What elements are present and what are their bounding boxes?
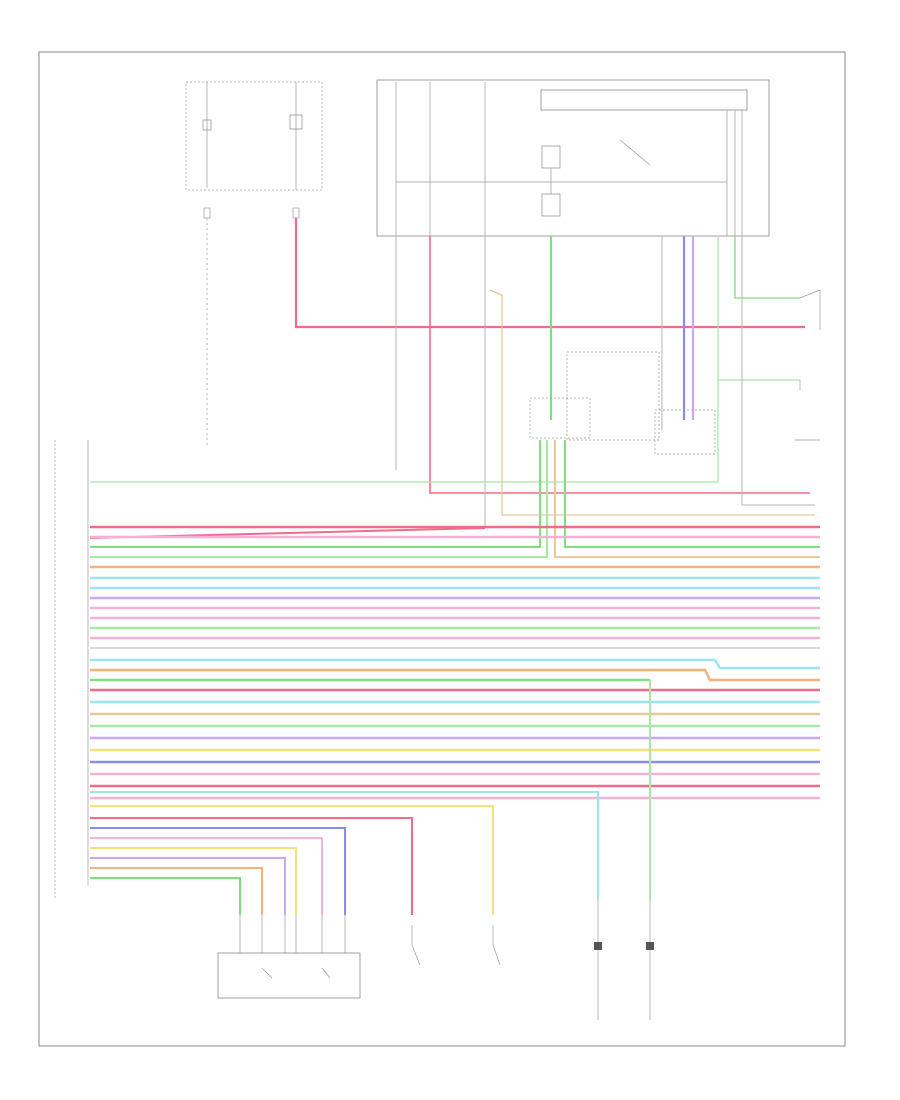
fuse-box-frame [376,79,770,237]
connector-block [654,409,716,455]
pressure-switches [411,925,501,966]
pcm-block [529,351,716,455]
speed-sensors [594,900,654,1020]
left-fuse-symbol [202,119,212,131]
right-switches [795,289,821,441]
left-fuse-box [185,81,323,191]
fuse-relay-box [376,79,770,237]
fuse-box-bus [540,89,748,111]
wire-red-box [429,236,810,494]
wire-green-right-b [717,236,800,381]
wire-green-right-a [734,236,800,299]
pcm-box [529,397,591,439]
wire-red-relay [294,218,805,329]
range-sensor [217,915,361,999]
wire-gray-right [741,236,815,506]
left-fuse-group [185,81,323,219]
range-sensor-box [217,952,361,999]
lower-wires [90,680,651,915]
wire-green-right-c [90,380,719,483]
upper-wires [90,218,815,528]
harness [90,525,820,800]
pcm-wires [89,440,820,558]
relay-symbol [289,114,303,130]
diagram-frame [38,51,846,1047]
relay-block [566,351,660,441]
harness-pin-column [54,440,89,900]
wire-tan-a [489,289,815,516]
